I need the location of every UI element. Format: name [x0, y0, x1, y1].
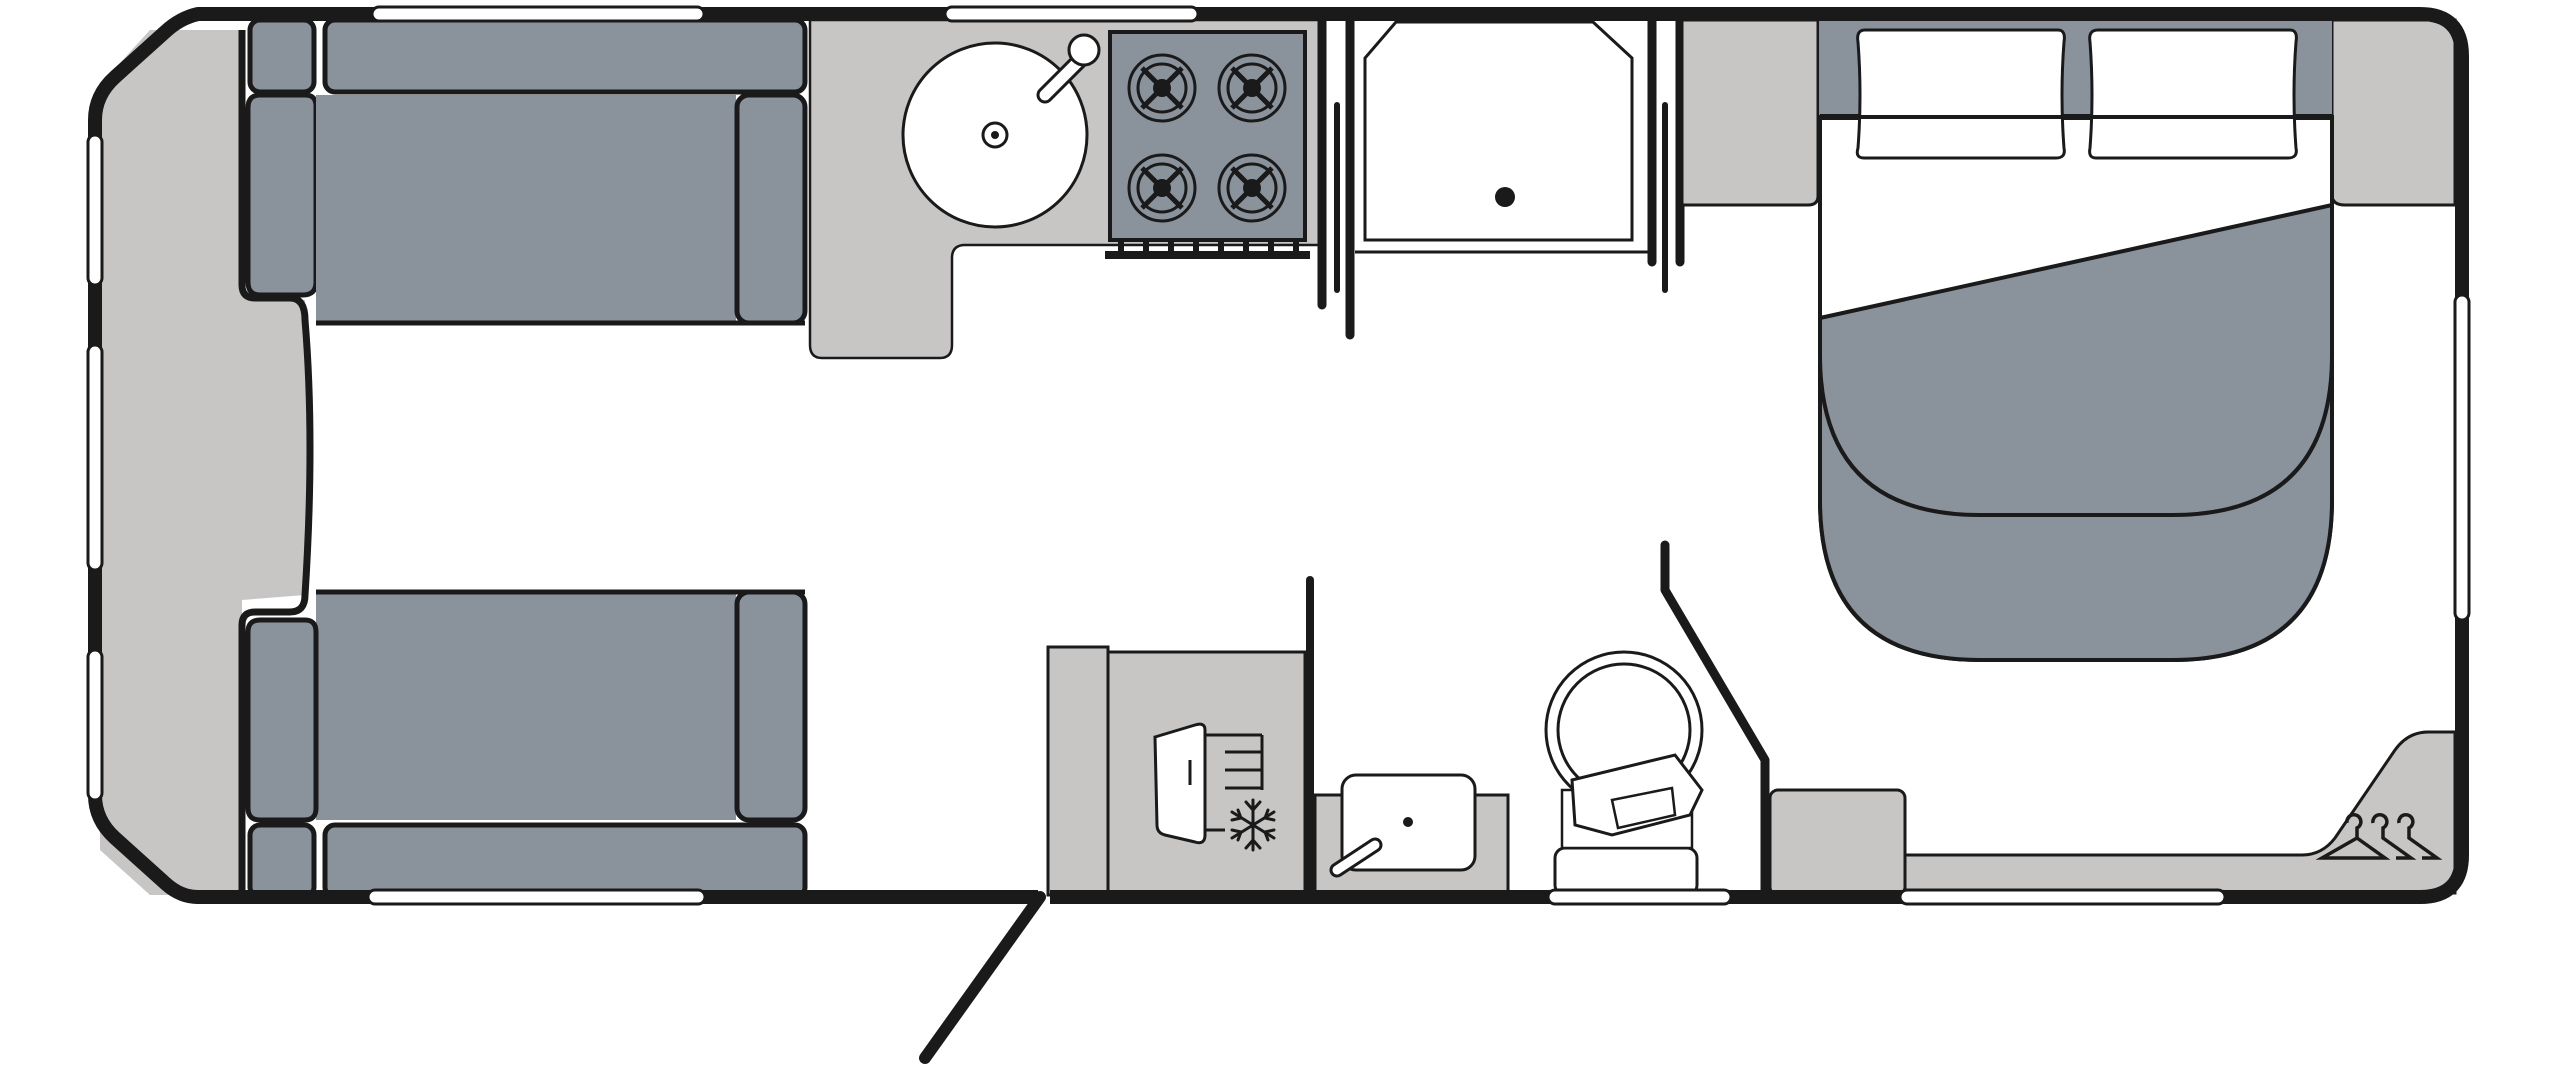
clothes-hanger-icon	[2315, 812, 2443, 860]
rear-wardrobe	[1903, 730, 2457, 895]
window-front-nose-3	[86, 648, 104, 802]
seat-cushion-main	[316, 95, 736, 323]
shower-drain	[1495, 187, 1515, 207]
bedside-cabinet	[2330, 18, 2457, 207]
basin-tap-inner	[1332, 840, 1380, 875]
window-front-top	[370, 5, 706, 23]
fridge-unit	[1046, 645, 1307, 897]
seat-base-outline	[238, 30, 314, 895]
front-chest	[100, 30, 309, 895]
fridge-icon-box	[1153, 722, 1207, 845]
seat-cushion-side-lower	[245, 617, 319, 823]
front-lounge	[100, 17, 808, 900]
storage-box	[1768, 788, 1907, 897]
window-kitchen	[943, 5, 1200, 23]
outer-shell	[86, 5, 2471, 1064]
basin-drain	[1403, 817, 1413, 827]
window-washroom	[1546, 888, 1733, 906]
seat-cushion-lower-main	[316, 592, 736, 820]
sink-drain-center	[991, 131, 999, 139]
seat-cushion-side	[245, 92, 319, 298]
window-front-bottom	[366, 888, 707, 906]
window-front-nose-1	[86, 133, 104, 287]
seat-cushion-arm	[734, 92, 808, 326]
window-front-nose-2	[86, 343, 104, 572]
window-rear-side	[1898, 888, 2227, 906]
seat-cushion-front-left	[247, 822, 317, 900]
window-rear	[2453, 293, 2471, 622]
toilet-lid-inner	[1610, 786, 1677, 830]
gas-burner-icon	[1217, 153, 1287, 223]
kitchen	[808, 18, 1322, 360]
shower	[1317, 15, 1685, 340]
washroom	[1306, 540, 1907, 900]
outer-wall	[88, 7, 2469, 904]
bed-mattress-fold	[1818, 354, 2334, 517]
bedroom	[1680, 18, 2457, 895]
gas-burner-icon	[1127, 153, 1197, 223]
seat-cushion-back-main	[322, 17, 808, 95]
toilet-cistern	[1553, 846, 1699, 897]
pillow-right	[2088, 28, 2298, 160]
pillow-left	[1855, 28, 2066, 160]
seat-cushion-front-main	[322, 822, 808, 900]
wardrobe-unit	[1680, 18, 1820, 207]
seat-cushion-arm-lower	[734, 589, 808, 823]
entrance-door	[919, 891, 1046, 1064]
seat-cushion-back-left	[247, 17, 317, 95]
snowflake-icon	[1230, 798, 1276, 852]
sink-tap-head	[1067, 33, 1101, 67]
shower-tray	[1363, 20, 1634, 242]
gas-burner-icon	[1127, 53, 1197, 123]
washroom-wall-right	[1660, 540, 1770, 900]
fridge-shelves	[1205, 733, 1262, 832]
hob-knobs	[1118, 242, 1299, 254]
gas-burner-icon	[1217, 53, 1287, 123]
bed-duvet	[1818, 202, 2334, 662]
